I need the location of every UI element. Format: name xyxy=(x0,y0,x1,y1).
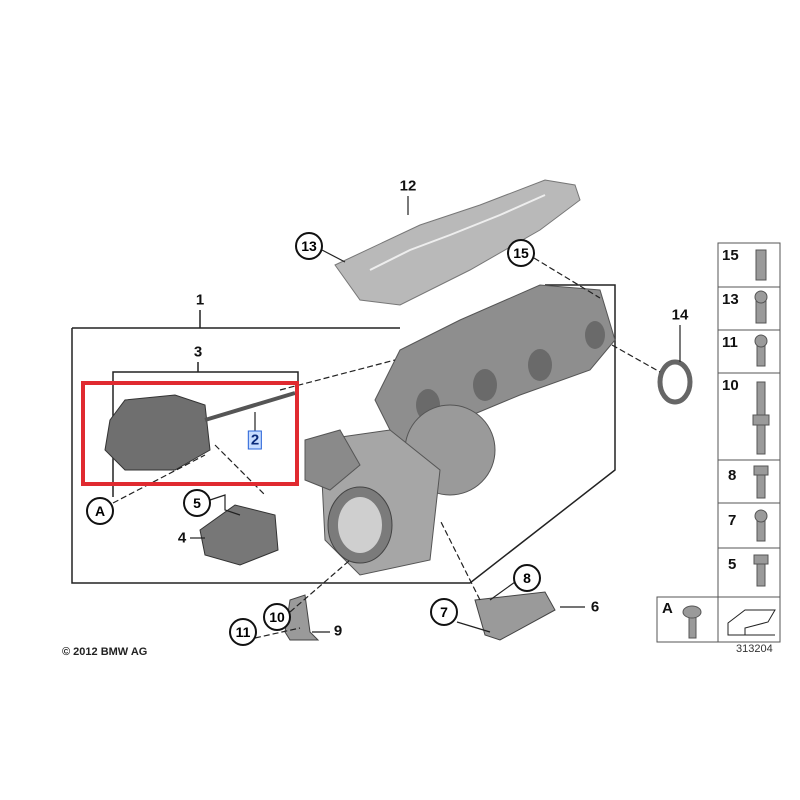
copyright: © 2012 BMW AG xyxy=(62,646,148,658)
legend-item-11: 11 xyxy=(722,334,738,351)
callout-8[interactable]: 8 xyxy=(513,564,541,592)
callout-15[interactable]: 15 xyxy=(507,239,535,267)
legend-item-13: 13 xyxy=(722,291,739,308)
callout-9[interactable]: 9 xyxy=(333,622,343,640)
bracket-9 xyxy=(284,594,320,641)
legend-item-A: A xyxy=(662,600,673,617)
turbocharger xyxy=(304,404,496,576)
bracket-6 xyxy=(474,591,556,641)
callout-4[interactable]: 4 xyxy=(177,529,187,547)
callout-10[interactable]: 10 xyxy=(263,603,291,631)
callout-14[interactable]: 14 xyxy=(671,306,689,324)
fastener-icons xyxy=(682,249,770,639)
legend-grid xyxy=(656,242,781,643)
part-4-shape xyxy=(199,504,279,566)
legend-item-10: 10 xyxy=(722,377,739,394)
callout-11[interactable]: 11 xyxy=(229,618,257,646)
callout-1[interactable]: 1 xyxy=(195,291,205,309)
gasket-ring xyxy=(657,359,693,405)
legend-item-5: 5 xyxy=(728,556,737,573)
arrow-icon xyxy=(727,609,776,636)
wastegate-actuator xyxy=(104,391,296,471)
callout-2-selected[interactable]: 2 xyxy=(247,430,263,450)
legend-item-7: 7 xyxy=(728,512,737,529)
callout-3[interactable]: 3 xyxy=(193,343,203,361)
callout-A[interactable]: A xyxy=(86,497,114,525)
legend-item-15: 15 xyxy=(722,247,739,264)
callout-13[interactable]: 13 xyxy=(295,232,323,260)
callout-5[interactable]: 5 xyxy=(183,489,211,517)
callout-7[interactable]: 7 xyxy=(430,598,458,626)
callout-12[interactable]: 12 xyxy=(399,177,417,195)
selection-box xyxy=(81,381,299,486)
heat-shield xyxy=(334,179,581,306)
callout-6[interactable]: 6 xyxy=(590,598,600,616)
legend-item-8: 8 xyxy=(728,467,737,484)
exhaust-manifold xyxy=(374,284,616,451)
diagram-number: 313204 xyxy=(736,643,773,655)
